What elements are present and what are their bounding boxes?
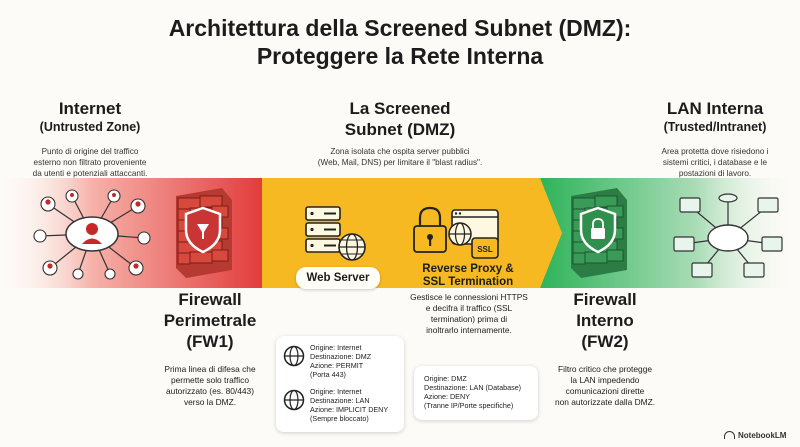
- internal-lan-network-icon: [673, 193, 783, 278]
- fw1-label-line: Firewall: [178, 290, 242, 309]
- dmz-desc-line: (Web, Mail, DNS) per limitare il "blast …: [317, 158, 483, 167]
- lan-desc-line: Area protetta dove risiedono i: [661, 147, 769, 156]
- fw1-desc-line: autorizzato (es. 80/443): [166, 386, 254, 396]
- internal-firewall-icon: [571, 188, 627, 278]
- internet-users-attackers-icon: [33, 189, 151, 280]
- perimeter-firewall-icon: [176, 188, 232, 278]
- fw1-rule-permit: Origine: Internet Destinazione: DMZ Azio…: [310, 343, 402, 379]
- firewall-fw1-label: Firewall Perimetrale (FW1): [148, 289, 272, 352]
- lan-title: LAN Interna: [666, 99, 764, 118]
- rule-line: Origine: DMZ: [424, 374, 467, 383]
- rule-line: Origine: Internet: [310, 343, 362, 352]
- dmz-title-line-1: La Screened: [349, 99, 451, 118]
- notebooklm-logo-icon: [724, 431, 735, 439]
- rule-line: Destinazione: DMZ: [310, 352, 372, 361]
- internet-zone-header: Internet (Untrusted Zone): [15, 98, 165, 135]
- fw2-label-line: (FW2): [581, 332, 629, 351]
- lan-description: Area protetta dove risiedono i sistemi c…: [640, 146, 790, 179]
- fw2-desc-line: Filtro critico che protegge: [557, 364, 653, 374]
- rule-line: (Tranne IP/Porte specifiche): [424, 401, 514, 410]
- web-server-icon: [305, 206, 366, 261]
- fw2-desc-line: non autorizzate dalla DMZ.: [554, 397, 656, 407]
- firewall-fw2-label: Firewall Interno (FW2): [543, 289, 667, 352]
- lan-desc-line: postazioni di lavoro.: [678, 169, 752, 178]
- rule-line: Azione: IMPLICIT DENY: [310, 405, 389, 414]
- fw2-desc-line: la LAN impedendo: [570, 375, 640, 385]
- rule-line: (Sempre bloccato): [310, 414, 369, 423]
- dmz-zone-header: La Screened Subnet (DMZ): [305, 98, 495, 140]
- rule-line: Azione: PERMIT: [310, 361, 364, 370]
- proxy-desc-line: e decifra il traffico (SSL: [425, 303, 513, 313]
- dmz-description: Zona isolata che ospita server pubblici …: [270, 146, 530, 168]
- internet-subtitle: (Untrusted Zone): [39, 120, 141, 134]
- dmz-desc-line: Zona isolata che ospita server pubblici: [330, 147, 470, 156]
- rule-line: (Porta 443): [310, 370, 346, 379]
- reverse-proxy-ssl-icon: SSL: [413, 206, 499, 259]
- fw1-desc-line: verso la DMZ.: [183, 397, 237, 407]
- rule-line: Destinazione: LAN (Database): [424, 383, 522, 392]
- rule-line: Azione: DENY: [424, 392, 470, 401]
- internet-title: Internet: [58, 99, 122, 118]
- lan-zone-header: LAN Interna (Trusted/Intranet): [635, 98, 795, 135]
- internet-desc-line: Punto di origine del traffico: [41, 147, 139, 156]
- fw2-desc-line: comunicazioni dirette: [565, 386, 645, 396]
- internet-desc-line: da utenti e potenziali attaccanti.: [32, 169, 148, 178]
- globe-icon: [283, 389, 305, 411]
- page-title: Architettura della Screened Subnet (DMZ)…: [0, 14, 800, 70]
- reverse-proxy-label: Reverse Proxy & SSL Termination: [412, 263, 524, 289]
- fw2-label-line: Interno: [576, 311, 634, 330]
- page-title-line-2: Proteggere la Rete Interna: [256, 43, 544, 69]
- fw1-desc-line: Prima linea di difesa che: [164, 364, 256, 374]
- web-server-label: Web Server: [296, 267, 380, 289]
- proxy-desc-line: termination) prima di: [430, 314, 508, 324]
- notebooklm-watermark: NotebookLM: [724, 430, 786, 442]
- fw1-label-line: Perimetrale: [163, 311, 257, 330]
- fw1-rule-deny: Origine: Internet Destinazione: LAN Azio…: [310, 387, 402, 423]
- fw2-rule-deny: Origine: DMZ Destinazione: LAN (Database…: [424, 374, 536, 410]
- dmz-title-line-2: Subnet (DMZ): [344, 120, 456, 139]
- firewall-fw1-description: Prima linea di difesa che permette solo …: [148, 364, 272, 408]
- globe-icon: [283, 345, 305, 367]
- reverse-proxy-description: Gestisce le connessioni HTTPS e decifra …: [398, 292, 540, 336]
- fw1-desc-line: permette solo traffico: [170, 375, 250, 385]
- fw2-label-line: Firewall: [573, 290, 637, 309]
- proxy-desc-line: inoltrarlo internamente.: [426, 325, 512, 335]
- internet-desc-line: esterno non filtrato proveniente: [33, 158, 147, 167]
- page-title-line-1: Architettura della Screened Subnet (DMZ)…: [168, 15, 632, 41]
- lan-desc-line: sistemi critici, i database e le: [662, 158, 768, 167]
- ssl-badge-text: SSL: [477, 245, 493, 254]
- internet-description: Punto di origine del traffico esterno no…: [5, 146, 175, 179]
- watermark-text: NotebookLM: [738, 431, 787, 440]
- reverse-proxy-label-line-1: Reverse Proxy &: [422, 263, 514, 275]
- reverse-proxy-label-line-2: SSL Termination: [422, 276, 514, 288]
- dmz-zone-band: [262, 178, 562, 288]
- lan-subtitle: (Trusted/Intranet): [663, 120, 767, 134]
- rule-line: Origine: Internet: [310, 387, 362, 396]
- fw2-rules-card: Origine: DMZ Destinazione: LAN (Database…: [414, 366, 538, 420]
- fw1-label-line: (FW1): [186, 332, 234, 351]
- firewall-fw2-description: Filtro critico che protegge la LAN imped…: [538, 364, 672, 408]
- rule-line: Destinazione: LAN: [310, 396, 370, 405]
- proxy-desc-line: Gestisce le connessioni HTTPS: [410, 292, 528, 302]
- fw1-rules-card: Origine: Internet Destinazione: DMZ Azio…: [276, 336, 404, 432]
